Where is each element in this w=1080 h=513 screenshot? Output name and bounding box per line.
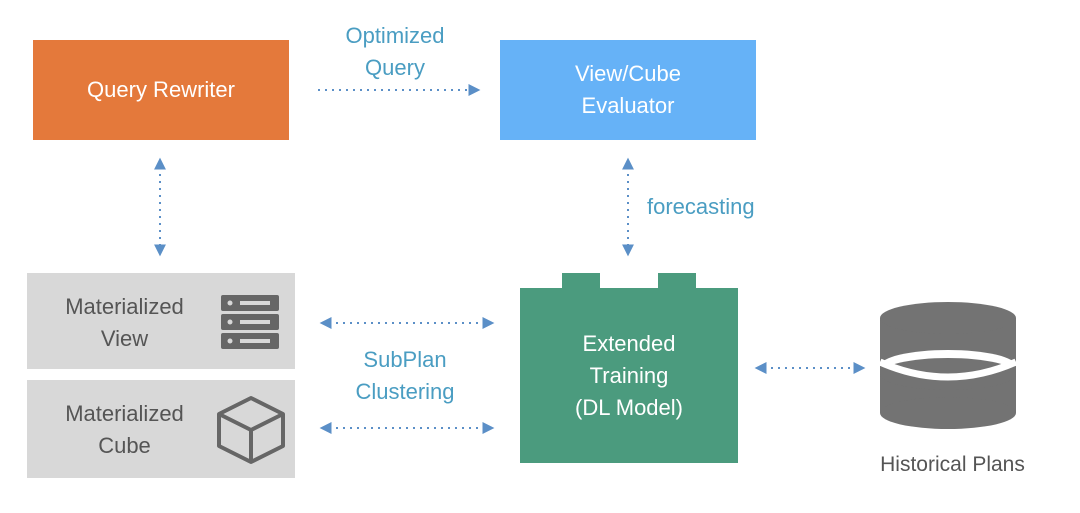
query-rewriter-label: Query Rewriter <box>87 77 235 102</box>
server-icon <box>221 295 279 349</box>
extended-training-label-line-3: (DL Model) <box>575 394 683 420</box>
materialized-view-label-line-1: Materialized <box>65 294 184 319</box>
extended-training-tab-left <box>562 273 600 290</box>
optimized-query-label-line-2: Query <box>365 55 425 80</box>
subplan-clustering-edge-label: SubPlan Clustering <box>330 344 480 408</box>
cube-icon <box>217 396 285 464</box>
materialized-cube-label-line-2: Cube <box>98 433 151 458</box>
view-cube-evaluator-node: View/Cube Evaluator <box>500 40 756 140</box>
extended-training-tab-right <box>658 273 696 290</box>
extended-training-node: Extended Training (DL Model) <box>520 288 738 463</box>
database-icon <box>878 302 1018 429</box>
view-cube-evaluator-label-line-1: View/Cube <box>575 61 681 86</box>
subplan-clustering-label-line-2: Clustering <box>355 379 455 404</box>
query-rewriter-node: Query Rewriter <box>33 40 289 140</box>
materialized-view-label-line-2: View <box>100 326 149 351</box>
historical-plans-label: Historical Plans <box>880 453 1025 476</box>
forecasting-edge-label: forecasting <box>647 194 755 219</box>
optimized-query-label-line-1: Optimized <box>345 23 445 48</box>
extended-training-label-line-1: Extended <box>582 330 676 356</box>
subplan-clustering-label-line-1: SubPlan <box>363 347 447 372</box>
optimized-query-edge-label: Optimized Query <box>320 20 470 84</box>
view-cube-evaluator-label-line-2: Evaluator <box>581 93 675 118</box>
materialized-cube-label-line-1: Materialized <box>65 401 184 426</box>
extended-training-label-line-2: Training <box>589 362 669 388</box>
